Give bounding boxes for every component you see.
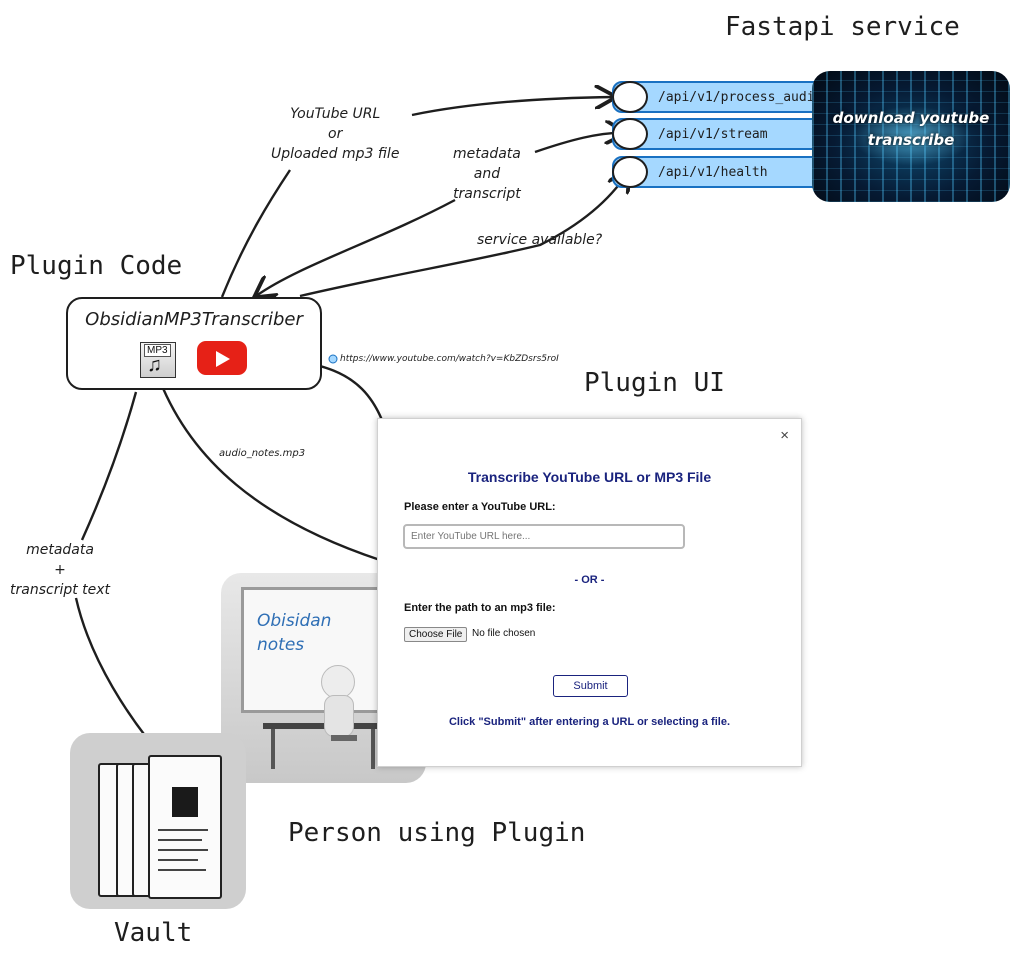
line-mp3-to-plugin-ui bbox=[156, 375, 381, 562]
url-label: Please enter a YouTube URL: bbox=[404, 501, 556, 513]
endpoint-health: /api/v1/health bbox=[612, 156, 842, 188]
arrow-stream-to-metadata bbox=[534, 133, 624, 154]
endpoint-path: /api/v1/stream bbox=[658, 127, 768, 142]
vault-image bbox=[70, 733, 246, 909]
input-edge-label: YouTube URL or Uploaded mp3 file bbox=[271, 106, 400, 162]
modal-title: Transcribe YouTube URL or MP3 File bbox=[467, 469, 712, 485]
vault-title: Vault bbox=[114, 918, 193, 948]
endpoint-path: /api/v1/process_audio bbox=[658, 90, 823, 105]
plugin-ui-title: Plugin UI bbox=[584, 368, 725, 398]
submit-hint: Click "Submit" after entering a URL or s… bbox=[448, 716, 730, 728]
url-dot bbox=[328, 354, 338, 364]
file-label: Enter the path to an mp3 file: bbox=[404, 602, 556, 614]
submit-button[interactable]: Submit bbox=[553, 675, 628, 697]
whiteboard-text: Obisidan notes bbox=[257, 611, 332, 655]
endpoint-port bbox=[612, 156, 648, 188]
vault-edge-label: metadata + transcript text bbox=[10, 542, 111, 598]
endpoint-process-audio: /api/v1/process_audio bbox=[612, 81, 842, 113]
line-plugin-to-vault-label bbox=[80, 391, 138, 541]
service-image-caption: download youtube transcribe bbox=[832, 109, 990, 149]
endpoint-port bbox=[612, 81, 648, 113]
choose-file-button[interactable]: Choose File bbox=[404, 627, 468, 642]
plugin-box: ObsidianMP3Transcriber MP3 ♫ bbox=[66, 297, 322, 390]
or-separator: - OR - bbox=[574, 574, 605, 586]
youtube-url-input[interactable] bbox=[403, 524, 685, 549]
metadata-edge-label: metadata and transcript bbox=[453, 146, 521, 202]
endpoint-port bbox=[612, 118, 648, 150]
service-image: download youtube transcribe bbox=[812, 71, 1010, 202]
endpoint-path: /api/v1/health bbox=[658, 165, 768, 180]
close-icon[interactable]: × bbox=[780, 427, 789, 444]
youtube-icon bbox=[197, 341, 247, 375]
arrow-plugin-to-health bbox=[299, 172, 628, 298]
plugin-name: ObsidianMP3Transcriber bbox=[85, 309, 303, 330]
endpoint-stream: /api/v1/stream bbox=[612, 118, 842, 150]
line-plugin-to-input-label bbox=[220, 169, 291, 298]
audio-file-label: audio_notes.mp3 bbox=[219, 448, 306, 459]
mp3-file-icon: MP3 ♫ bbox=[140, 342, 176, 378]
service-available-label: service available? bbox=[477, 232, 603, 248]
person-title: Person using Plugin bbox=[288, 818, 586, 848]
arrow-input-to-process-audio bbox=[411, 97, 614, 117]
file-status: No file chosen bbox=[472, 628, 536, 639]
fastapi-service-title: Fastapi service bbox=[725, 12, 960, 42]
plugin-code-title: Plugin Code bbox=[10, 251, 183, 281]
arrow-metadata-to-plugin bbox=[256, 198, 456, 296]
transcribe-modal: × Transcribe YouTube URL or MP3 File Ple… bbox=[377, 418, 802, 767]
youtube-url-label: https://www.youtube.com/watch?v=KbZDsrs5… bbox=[340, 354, 559, 364]
